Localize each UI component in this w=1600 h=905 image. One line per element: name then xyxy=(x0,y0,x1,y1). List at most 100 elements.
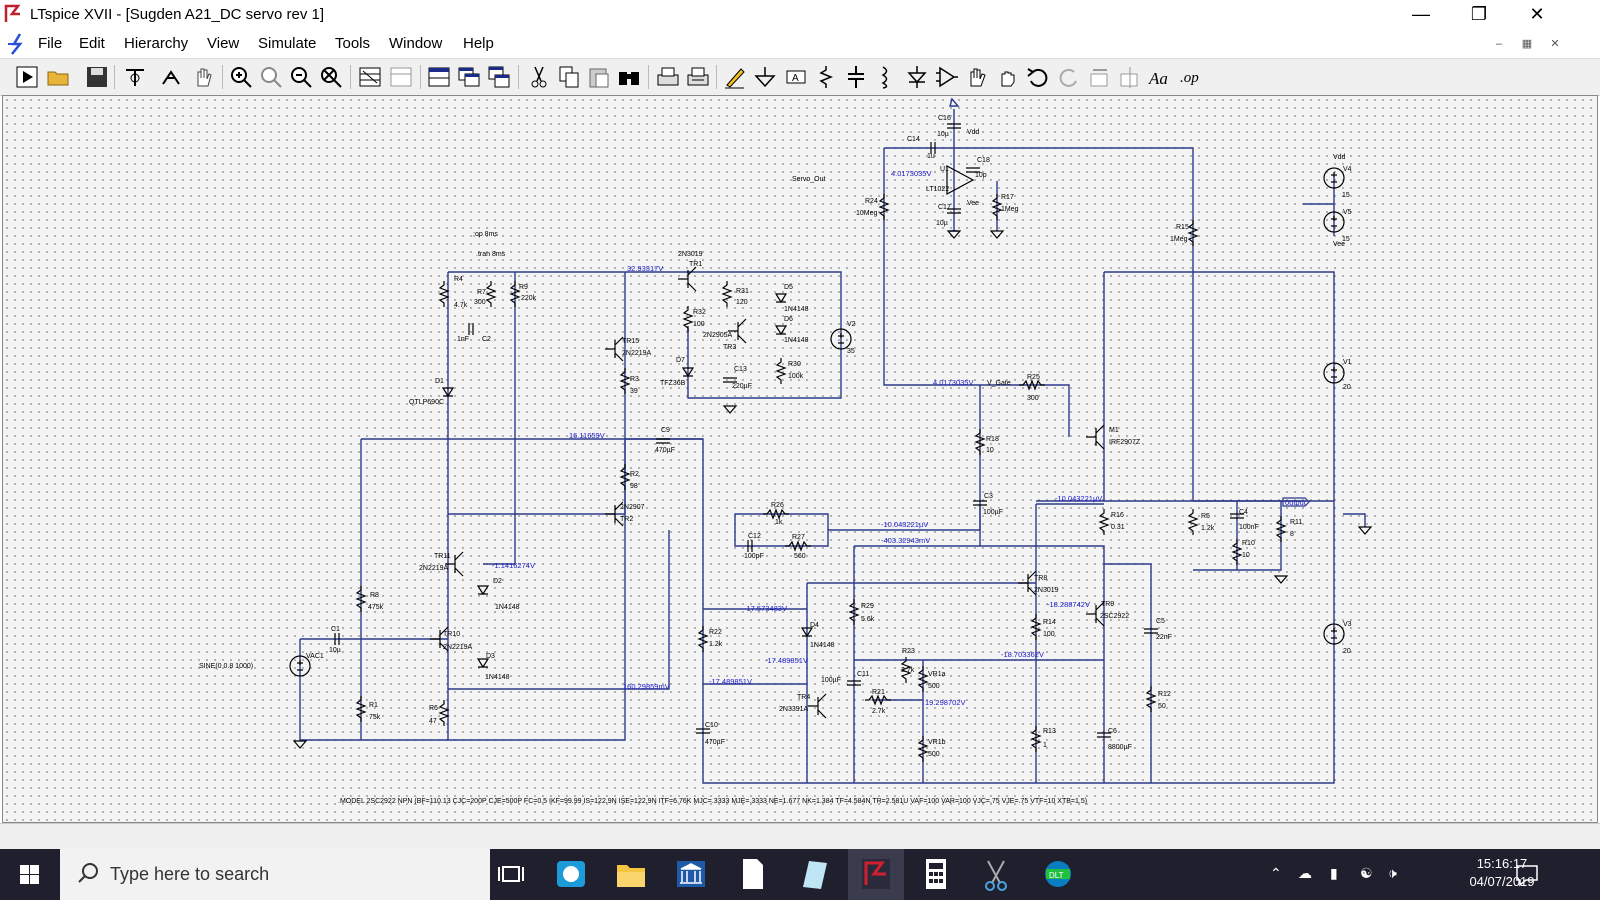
schematic-label-r9v: 220k xyxy=(521,295,537,302)
resistor-r18 xyxy=(974,429,986,455)
schematic-label-c18: C18 xyxy=(977,157,990,164)
app-notes-icon[interactable] xyxy=(787,849,843,900)
zoom-cancel-icon[interactable] xyxy=(318,64,344,90)
text-icon[interactable]: Aa xyxy=(1147,64,1173,90)
label-net-icon[interactable]: A xyxy=(783,64,809,90)
spice-directive-tran[interactable]: .tran 8ms xyxy=(476,251,506,258)
spice-directive-op[interactable]: ;op 8ms xyxy=(473,231,498,238)
system-clock[interactable]: 15:16:17 04/07/2019 xyxy=(1452,855,1552,891)
save-icon[interactable] xyxy=(84,64,110,90)
print-icon[interactable] xyxy=(655,64,681,90)
close-button[interactable]: ✕ xyxy=(1529,4,1545,24)
zoom-fit-icon[interactable] xyxy=(258,64,284,90)
volume-icon[interactable]: 🕩 xyxy=(1388,865,1397,881)
diode-d3 xyxy=(476,658,490,669)
schematic-label-v3: V3 xyxy=(1343,621,1352,628)
cut-icon[interactable] xyxy=(526,64,552,90)
app-ltspice-taskbar-icon[interactable] xyxy=(848,849,904,900)
schematic-label-r22: R22 xyxy=(709,629,722,636)
copy-icon[interactable] xyxy=(556,64,582,90)
menu-view[interactable]: View xyxy=(207,35,240,52)
cascade-icon[interactable] xyxy=(388,64,414,90)
transistor-tr2 xyxy=(605,501,624,527)
inductor-icon[interactable] xyxy=(872,64,898,90)
menu-window[interactable]: Window xyxy=(389,35,443,52)
schematic-label-v1v: 20 xyxy=(1343,384,1351,391)
schematic-label-q1: 2N3019 xyxy=(678,251,703,258)
ground-symbol xyxy=(1273,575,1289,584)
window-cascade-icon[interactable] xyxy=(486,64,512,90)
undo-icon[interactable] xyxy=(1025,64,1051,90)
task-view-icon[interactable] xyxy=(483,849,539,900)
menu-help[interactable]: Help xyxy=(463,35,494,52)
menu-file[interactable]: File xyxy=(38,35,63,52)
schematic-label-r14v: 100 xyxy=(1043,631,1055,638)
spice-directive-icon[interactable]: .op xyxy=(1178,64,1204,90)
halt-icon[interactable] xyxy=(158,64,184,90)
schematic-label-c10: C10 xyxy=(705,722,718,729)
find-binoculars-icon[interactable] xyxy=(616,64,642,90)
ground-icon[interactable] xyxy=(752,64,778,90)
source-spec[interactable]: SINE(0 0.8 1000) xyxy=(199,663,253,670)
child-minimize-button[interactable]: – xyxy=(1495,38,1503,50)
drag-hand-icon[interactable] xyxy=(995,64,1021,90)
app-dlt-icon[interactable]: DLT xyxy=(1030,849,1086,900)
schematic-label-r10: R10 xyxy=(1242,540,1255,547)
capacitor-icon[interactable] xyxy=(843,64,869,90)
minimize-button[interactable]: — xyxy=(1412,4,1430,24)
taskbar-search-box[interactable]: Type here to search xyxy=(60,849,490,900)
file-explorer-icon[interactable] xyxy=(603,849,659,900)
show-hidden-icons-chevron-icon[interactable]: ⌃ xyxy=(1270,865,1282,881)
menu-hierarchy[interactable]: Hierarchy xyxy=(124,35,189,52)
resistor-icon[interactable] xyxy=(813,64,839,90)
diode-icon[interactable] xyxy=(904,64,930,90)
app-bank-icon[interactable] xyxy=(663,849,719,900)
action-center-icon[interactable] xyxy=(1514,863,1540,887)
schematic-label-r32v: 100 xyxy=(693,321,705,328)
resistor-r26 xyxy=(763,508,789,520)
resistor-r27 xyxy=(785,540,811,552)
menu-edit[interactable]: Edit xyxy=(79,35,105,52)
app-skype-icon[interactable] xyxy=(543,849,599,900)
status-bar xyxy=(0,823,1600,850)
pan-hand-icon[interactable] xyxy=(190,64,216,90)
component-icon[interactable] xyxy=(934,64,960,90)
app-document-icon[interactable] xyxy=(725,849,781,900)
menu-simulate[interactable]: Simulate xyxy=(258,35,317,52)
draw-wire-pencil-icon[interactable] xyxy=(722,64,748,90)
restore-button[interactable]: ❐ xyxy=(1470,4,1488,24)
wifi-icon[interactable]: ☯ xyxy=(1360,865,1373,881)
window-horizontal-icon[interactable] xyxy=(426,64,452,90)
onedrive-cloud-icon[interactable]: ☁ xyxy=(1298,865,1312,881)
snipping-tool-icon[interactable] xyxy=(968,849,1024,900)
schematic-label-r7v: 300 xyxy=(474,299,486,306)
schematic-doc-icon[interactable] xyxy=(6,32,28,56)
control-panel-icon[interactable] xyxy=(122,64,148,90)
voltage-source-v2 xyxy=(830,328,852,350)
tile-windows-icon[interactable] xyxy=(357,64,383,90)
start-button[interactable] xyxy=(0,849,58,900)
app-calculator-icon[interactable] xyxy=(908,849,964,900)
window-vertical-icon[interactable] xyxy=(456,64,482,90)
menu-tools[interactable]: Tools xyxy=(335,35,371,52)
rotate-icon[interactable] xyxy=(1087,64,1113,90)
mirror-icon[interactable] xyxy=(1117,64,1143,90)
capacitor-c13 xyxy=(723,377,737,383)
paste-icon[interactable] xyxy=(586,64,612,90)
battery-icon[interactable]: ▮ xyxy=(1330,865,1338,881)
redo-icon[interactable] xyxy=(1056,64,1082,90)
run-icon[interactable] xyxy=(14,64,40,90)
print-setup-icon[interactable] xyxy=(685,64,711,90)
resistor-r12 xyxy=(1145,686,1157,712)
zoom-in-icon[interactable] xyxy=(228,64,254,90)
schematic-label-c18v: 10p xyxy=(975,172,987,179)
clock-time: 15:16:17 xyxy=(1476,856,1528,871)
child-restore-button[interactable]: ▦ xyxy=(1521,38,1533,50)
open-folder-icon[interactable] xyxy=(46,64,72,90)
child-close-button[interactable]: ✕ xyxy=(1550,38,1560,50)
zoom-out-icon[interactable] xyxy=(288,64,314,90)
model-directive[interactable]: .MODEL 2SC2922 NPN (BF=110.13 CJC=200P C… xyxy=(338,798,1087,805)
move-hand-icon[interactable] xyxy=(964,64,990,90)
schematic-label-r12: R12 xyxy=(1158,691,1171,698)
